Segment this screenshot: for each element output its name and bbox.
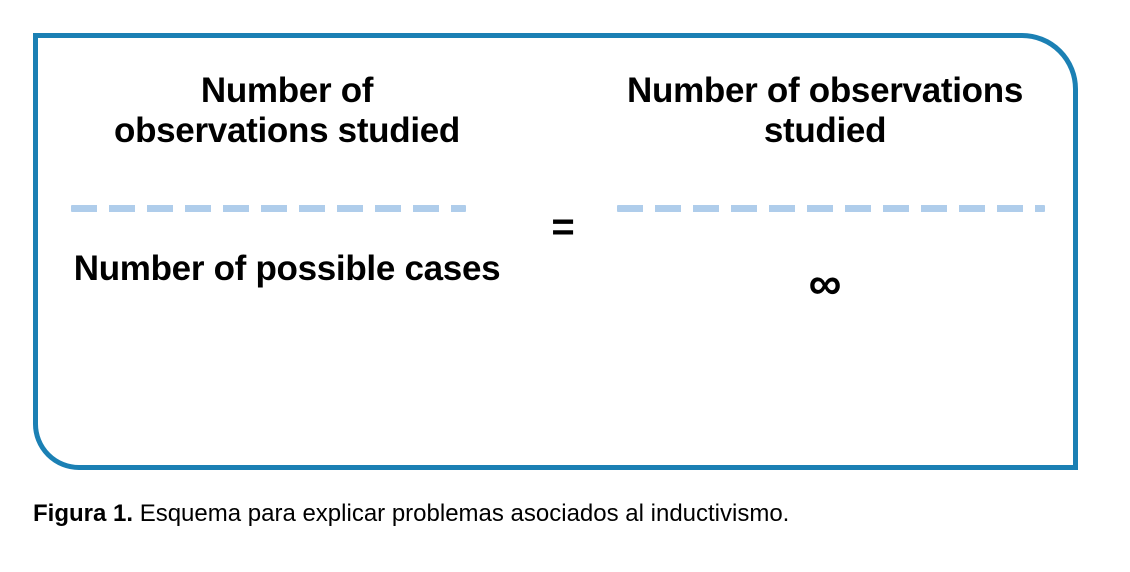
figure-frame bbox=[33, 33, 1078, 470]
figure-caption: Figura 1. Esquema para explicar problema… bbox=[33, 500, 1093, 529]
caption-label: Figura 1. bbox=[33, 500, 134, 527]
caption-text: Esquema para explicar problemas asociado… bbox=[133, 500, 790, 527]
